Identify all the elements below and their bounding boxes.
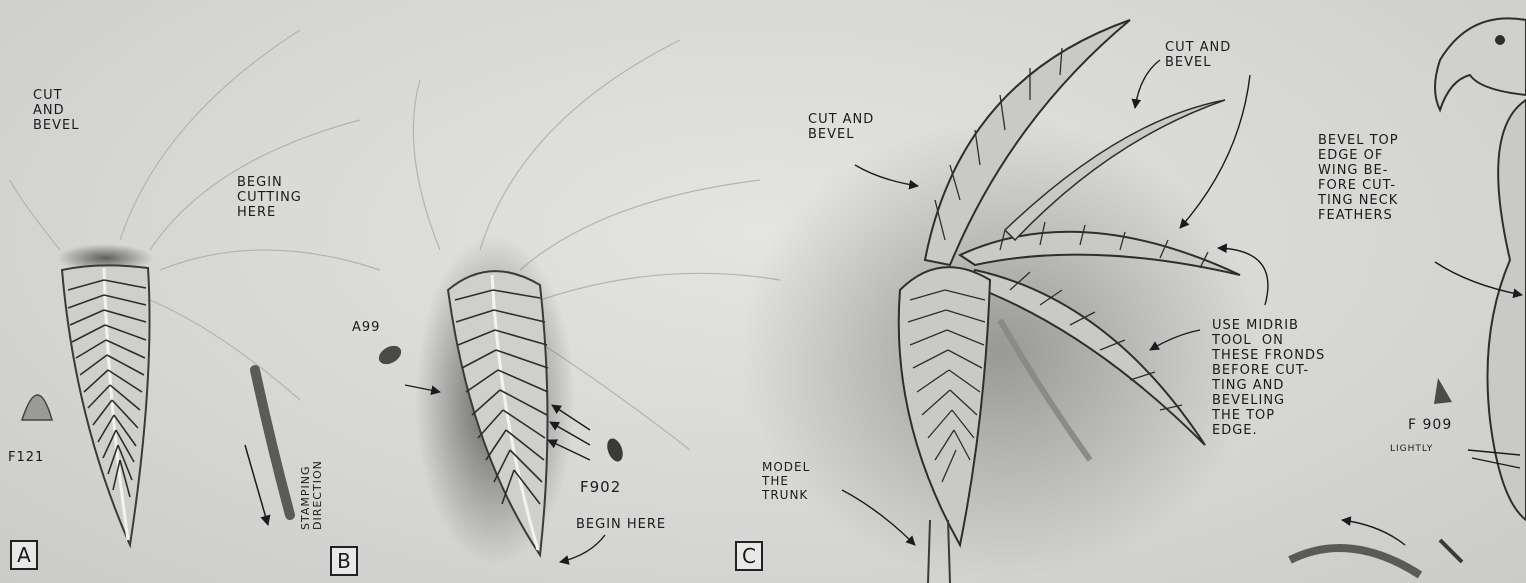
- label-c-cut-and-bevel-left: CUT AND BEVEL: [808, 112, 874, 142]
- frond-b: [415, 235, 575, 565]
- panel-label-c: C: [735, 541, 763, 571]
- stamping-tool-impression: [255, 370, 290, 515]
- panel-label-a: A: [10, 540, 38, 570]
- label-f121: F121: [8, 450, 44, 465]
- label-stamping-direction: STAMPING DIRECTION: [300, 460, 324, 530]
- label-f909: F 909: [1408, 418, 1452, 433]
- label-model-the-trunk: MODEL THE TRUNK: [762, 460, 810, 502]
- tool-impression-f902: [604, 436, 625, 463]
- label-bevel-top-edge-of-wing: BEVEL TOP EDGE OF WING BE- FORE CUT- TIN…: [1318, 133, 1399, 223]
- label-a-cut-and-bevel: CUT AND BEVEL: [33, 88, 79, 133]
- label-f902: F902: [580, 480, 621, 495]
- label-a-begin-cutting-here: BEGIN CUTTING HERE: [237, 175, 302, 220]
- label-a99: A99: [352, 320, 380, 335]
- label-begin-here: BEGIN HERE: [576, 517, 666, 532]
- tool-impression-f121: [22, 395, 52, 420]
- eagle-partial: [1290, 18, 1526, 575]
- stamping-direction-arrow: [245, 445, 268, 525]
- label-lightly: LIGHTLY: [1390, 442, 1433, 457]
- tool-impression-a99: [376, 342, 405, 368]
- label-c-cut-and-bevel-top: CUT AND BEVEL: [1165, 40, 1231, 70]
- palm-tree: [740, 20, 1260, 583]
- panel-label-b: B: [330, 546, 358, 576]
- label-use-midrib-tool: USE MIDRIB TOOL ON THESE FRONDS BEFORE C…: [1212, 318, 1325, 438]
